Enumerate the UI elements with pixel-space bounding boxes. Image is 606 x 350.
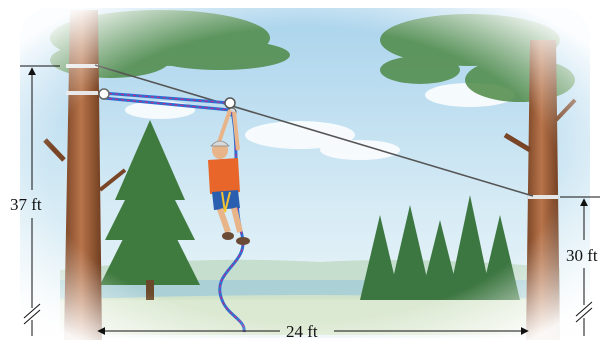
left-break-mark bbox=[23, 303, 41, 325]
left-height-dimension bbox=[20, 65, 60, 336]
left-height-label: 37 ft bbox=[10, 195, 42, 214]
distance-label: 24 ft bbox=[286, 322, 318, 341]
right-height-label: 30 ft bbox=[566, 246, 598, 265]
right-break-mark bbox=[575, 301, 593, 323]
right-height-dimension bbox=[560, 196, 600, 336]
